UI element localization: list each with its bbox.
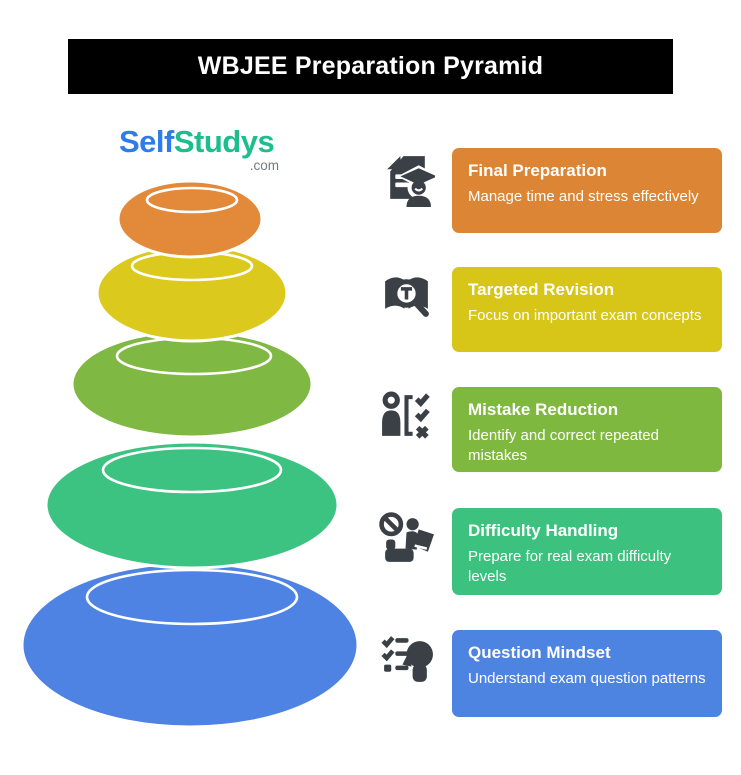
level-title: Difficulty Handling: [468, 521, 619, 540]
person-checklist-icon: [378, 389, 435, 446]
pyramid-stone-rim: [101, 446, 283, 494]
pyramid-stone-targeted-revision: [95, 243, 289, 343]
logo-wordmark: SelfStudys: [119, 124, 275, 159]
level-description: Focus on important exam concepts: [468, 307, 702, 324]
logo-suffix: .com: [249, 158, 279, 173]
pyramid-stone-question-mindset: [20, 561, 360, 729]
pyramid-stone-mistake-reduction: [70, 329, 314, 439]
pyramid-stone-rim: [85, 568, 299, 626]
person-laptop-block-icon: [378, 511, 435, 568]
level-title: Question Mindset: [468, 643, 611, 662]
logo-part-self: Self: [119, 124, 174, 159]
level-title: Mistake Reduction: [468, 400, 619, 419]
title-banner: WBJEE Preparation Pyramid: [68, 39, 673, 94]
pyramid-stone-rim: [145, 186, 239, 214]
level-description: Prepare for real exam difficulty levels: [468, 548, 672, 585]
page-title: WBJEE Preparation Pyramid: [197, 52, 544, 80]
graduate-document-icon: [378, 152, 435, 209]
pyramid-stone-difficulty-handling: [44, 440, 340, 570]
level-description: Manage time and stress effectively: [468, 188, 699, 205]
book-magnifier-icon: [378, 268, 435, 325]
level-card-final-preparation: Final Preparation Manage time and stress…: [452, 148, 722, 233]
logo-part-studys: Studys: [173, 124, 275, 159]
head-checklist-icon: [378, 632, 435, 689]
pyramid-stone-final-preparation: [116, 179, 264, 259]
level-title: Final Preparation: [468, 161, 607, 180]
level-title: Targeted Revision: [468, 280, 615, 299]
level-card-difficulty-handling: Difficulty Handling Prepare for real exa…: [452, 508, 722, 595]
level-card-mistake-reduction: Mistake Reduction Identify and correct r…: [452, 387, 722, 472]
level-card-question-mindset: Question Mindset Understand exam questio…: [452, 630, 722, 717]
level-description: Understand exam question patterns: [468, 670, 706, 687]
selfstudys-logo: SelfStudys .com: [119, 126, 281, 173]
level-description: Identify and correct repeated mistakes: [468, 427, 659, 464]
level-card-targeted-revision: Targeted Revision Focus on important exa…: [452, 267, 722, 352]
